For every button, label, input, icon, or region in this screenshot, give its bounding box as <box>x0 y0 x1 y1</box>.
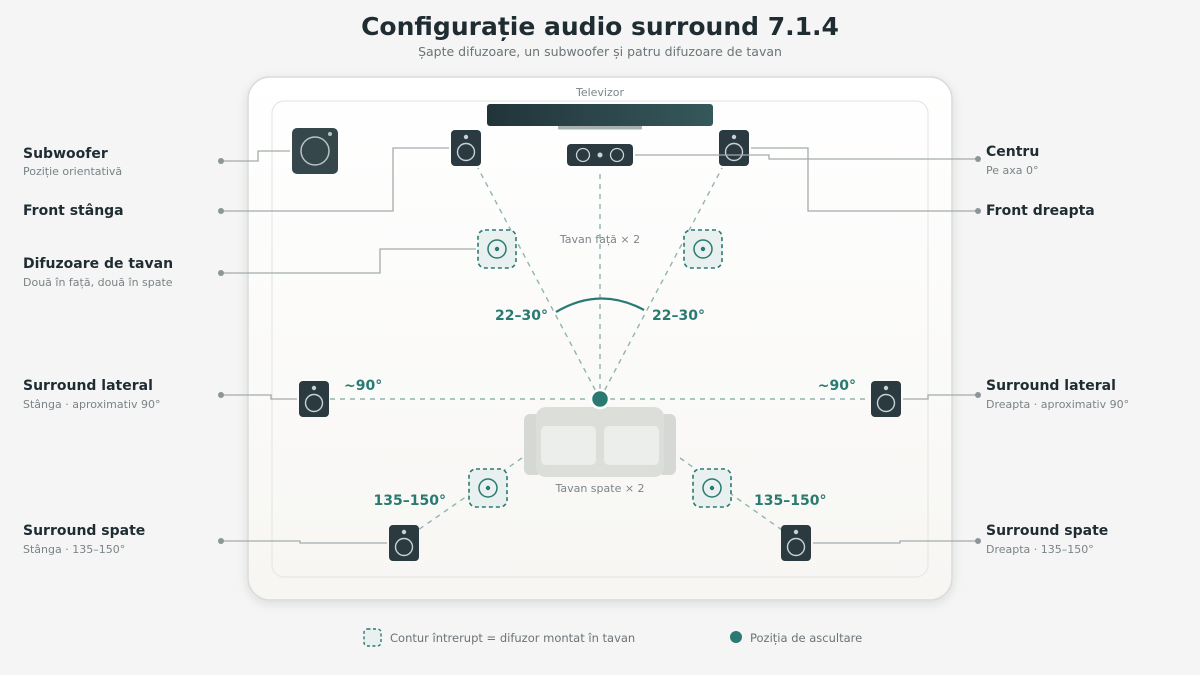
front-left-angle-line <box>477 167 601 400</box>
rear-right-speaker-icon <box>781 525 811 561</box>
leader-rear-left <box>221 540 387 544</box>
page-subtitle: Șapte difuzoare, un subwoofer și patru d… <box>418 44 782 59</box>
ceiling-front-left-icon <box>477 229 517 269</box>
tv-screen <box>487 104 713 126</box>
ceiling-front-label: Tavan față × 2 <box>559 233 640 246</box>
leader-subwoofer <box>221 150 290 162</box>
side-left-speaker-icon <box>299 381 329 417</box>
angle-front-right: 22–30° <box>652 308 705 324</box>
label-subwoofer-desc: Poziție orientativă <box>23 165 122 178</box>
legend-listener-icon <box>730 631 742 643</box>
label-front-right-title: Front dreapta <box>986 203 1095 219</box>
label-center-title: Centru <box>986 144 1039 160</box>
leader-front-left <box>221 147 449 212</box>
leader-lines <box>221 147 978 544</box>
listener-position-icon <box>589 388 611 410</box>
label-center-desc: Pe axa 0° <box>986 164 1039 177</box>
leader-dots <box>218 156 981 544</box>
angle-side-left: ~90° <box>344 378 382 394</box>
center-speaker-icon <box>567 144 633 166</box>
angle-rear-right: 135–150° <box>754 493 826 509</box>
ceiling-rear-left-icon <box>468 468 508 508</box>
label-side-left-title: Surround lateral <box>23 378 153 394</box>
label-side-right-title: Surround lateral <box>986 378 1116 394</box>
label-rear-right-title: Surround spate <box>986 523 1108 539</box>
label-ceiling-title: Difuzoare de tavan <box>23 256 173 272</box>
front-left-speaker-icon <box>451 130 481 166</box>
subwoofer-icon <box>292 128 338 174</box>
tv-label: Televizor <box>575 86 625 99</box>
legend-listener-text: Poziția de ascultare <box>750 631 862 645</box>
angle-front-left: 22–30° <box>495 308 548 324</box>
tv-stand <box>558 126 642 130</box>
label-ceiling-desc: Două în față, două în spate <box>23 276 173 289</box>
rear-left-speaker-icon <box>389 525 419 561</box>
label-rear-left-desc: Stânga · 135–150° <box>23 543 125 556</box>
ceiling-rear-label: Tavan spate × 2 <box>554 482 644 495</box>
angle-side-right: ~90° <box>818 378 856 394</box>
label-side-right-desc: Dreapta · aproximativ 90° <box>986 398 1129 411</box>
angle-rear-left: 135–150° <box>374 493 446 509</box>
side-right-speaker-icon <box>871 381 901 417</box>
ceiling-rear-right-icon <box>692 468 732 508</box>
leader-front-right <box>751 147 978 212</box>
legend-ceiling-text: Contur întrerupt = difuzor montat în tav… <box>390 631 635 645</box>
sofa-icon <box>524 407 676 477</box>
label-front-left-title: Front stânga <box>23 203 124 219</box>
label-rear-right-desc: Dreapta · 135–150° <box>986 543 1094 556</box>
room-inner-outline <box>271 100 929 578</box>
label-subwoofer-title: Subwoofer <box>23 146 108 162</box>
legend-ceiling-icon <box>363 628 382 647</box>
page-title: Configurație audio surround 7.1.4 <box>361 12 839 41</box>
label-side-left-desc: Stânga · aproximativ 90° <box>23 398 161 411</box>
leader-side-left <box>221 394 297 400</box>
leader-center <box>635 154 978 160</box>
leader-rear-right <box>813 540 978 544</box>
front-right-speaker-icon <box>719 130 749 166</box>
front-angle-arc <box>555 297 645 313</box>
leader-side-right <box>903 394 978 400</box>
ceiling-front-right-icon <box>683 229 723 269</box>
label-rear-left-title: Surround spate <box>23 523 145 539</box>
front-right-angle-line <box>599 167 723 400</box>
leader-ceiling <box>221 248 476 274</box>
